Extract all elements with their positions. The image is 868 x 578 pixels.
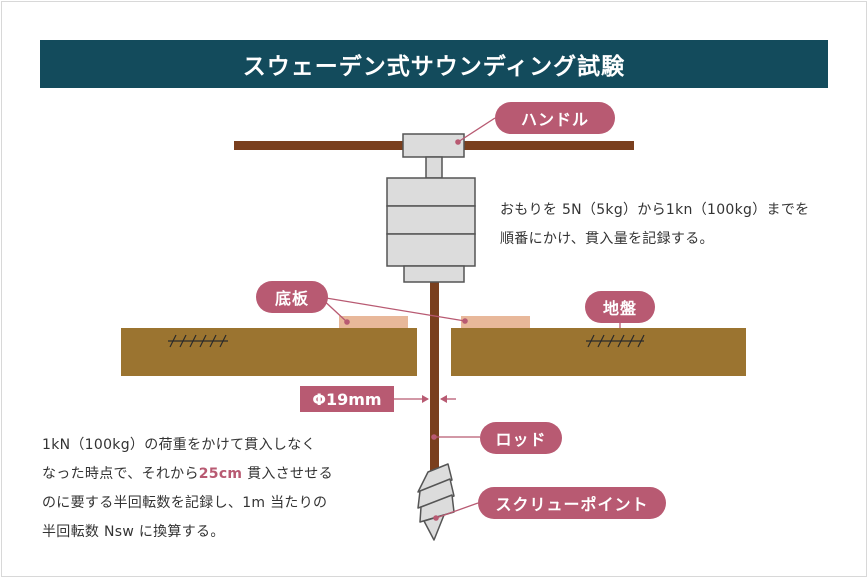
leader-dot-screw-point bbox=[433, 515, 439, 521]
ground-hatch-right bbox=[586, 334, 645, 348]
procedure-line-4: 半回転数 Nsw に換算する。 bbox=[42, 524, 225, 540]
screw-point bbox=[417, 463, 455, 541]
leader-base-plate-right bbox=[319, 296, 466, 322]
leader-dot-rod bbox=[431, 434, 437, 440]
label-rod: ロッド bbox=[480, 422, 562, 454]
base-plate-right bbox=[461, 316, 530, 328]
leader-dot-handle bbox=[455, 139, 461, 145]
label-handle: ハンドル bbox=[495, 102, 615, 134]
dimension-arrow-left bbox=[422, 395, 429, 403]
leader-dot-base-plate-left bbox=[344, 319, 350, 325]
procedure-line-1: 1kN（100kg）の荷重をかけて貫入しなく bbox=[42, 437, 316, 453]
label-screw-point: スクリューポイント bbox=[478, 487, 666, 519]
weight-stack bbox=[386, 177, 476, 283]
ground-hatch-left bbox=[168, 334, 228, 348]
weights-description: おもりを 5N（5kg）から1kn（100kg）までを 順番にかけ、貫入量を記録… bbox=[500, 196, 809, 254]
ground-left bbox=[121, 328, 417, 376]
leader-screw-point bbox=[435, 502, 479, 519]
leader-handle bbox=[457, 117, 496, 143]
ground-right bbox=[451, 328, 746, 376]
procedure-line-2: なった時点で、それから25cm 貫入させせる bbox=[42, 460, 333, 489]
procedure-line-2-end: 貫入させせる bbox=[242, 466, 333, 482]
label-base-plate: 底板 bbox=[256, 281, 328, 313]
penetration-depth-highlight: 25cm bbox=[198, 466, 243, 482]
handle-neck bbox=[425, 156, 443, 179]
rod-diameter-label: Φ19mm bbox=[300, 386, 394, 412]
base-plate-left bbox=[339, 316, 408, 328]
procedure-line-3: のに要する半回転数を記録し、1m 当たりの bbox=[42, 495, 328, 511]
handle-clamp bbox=[402, 133, 465, 158]
page-title: スウェーデン式サウンディング試験 bbox=[40, 40, 828, 88]
weights-description-line-2: 順番にかけ、貫入量を記録する。 bbox=[500, 231, 714, 247]
label-ground: 地盤 bbox=[585, 291, 655, 323]
dimension-arrow-right bbox=[440, 395, 447, 403]
rod bbox=[430, 282, 439, 472]
procedure-line-2-start: なった時点で、それから bbox=[42, 466, 199, 482]
procedure-description: 1kN（100kg）の荷重をかけて貫入しなく なった時点で、それから25cm 貫… bbox=[42, 431, 333, 547]
leader-dot-base-plate-right bbox=[462, 318, 468, 324]
weights-description-line-1: おもりを 5N（5kg）から1kn（100kg）までを bbox=[500, 202, 810, 218]
